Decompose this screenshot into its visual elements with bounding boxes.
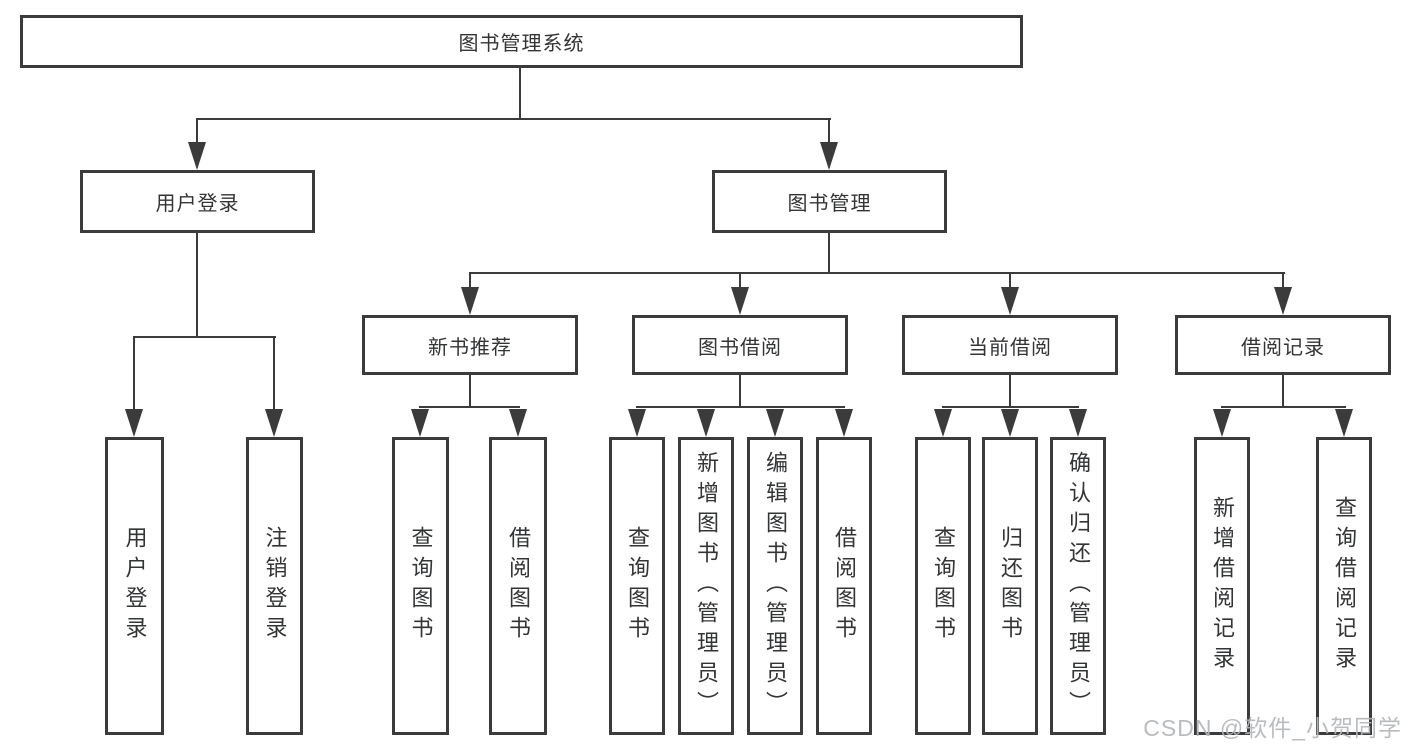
leaf-label: 确认归还（管理员） xyxy=(1066,451,1091,721)
connector-arrowhead xyxy=(1001,287,1019,315)
leaf-label: 归还图书 xyxy=(998,526,1023,646)
connector-arrowhead xyxy=(731,287,749,315)
connector-line xyxy=(419,406,520,408)
connector-arrowhead xyxy=(461,287,479,315)
connector-line xyxy=(739,375,741,408)
connector-arrowhead xyxy=(265,409,283,437)
leaf-add-books-admin: 新增图书（管理员） xyxy=(678,437,734,735)
connector-line xyxy=(828,233,830,274)
connector-arrowhead xyxy=(934,409,952,437)
connector-arrowhead xyxy=(766,409,784,437)
connector-line xyxy=(942,406,1079,408)
connector-arrowhead xyxy=(820,142,838,170)
connector-arrowhead xyxy=(1069,409,1087,437)
leaf-label: 查询图书 xyxy=(408,526,434,646)
connector-line xyxy=(828,120,830,144)
leaf-confirm-return-admin: 确认归还（管理员） xyxy=(1050,437,1106,735)
connector-line xyxy=(196,233,198,338)
leaf-edit-books-admin: 编辑图书（管理员） xyxy=(747,437,803,735)
node-book-management: 图书管理 xyxy=(712,170,947,233)
leaf-label: 新增图书（管理员） xyxy=(694,451,719,721)
connector-line xyxy=(1282,375,1284,408)
leaf-label: 查询图书 xyxy=(931,526,956,646)
connector-arrowhead xyxy=(697,409,715,437)
node-user-login: 用户登录 xyxy=(80,170,315,233)
connector-line xyxy=(273,338,275,409)
leaf-label: 查询借阅记录 xyxy=(1332,496,1357,676)
leaf-add-borrow-record: 新增借阅记录 xyxy=(1194,437,1250,735)
connector-line xyxy=(519,66,521,120)
node-current-borrow: 当前借阅 xyxy=(902,315,1118,375)
connector-line xyxy=(133,338,135,409)
connector-arrowhead xyxy=(1213,409,1231,437)
leaf-label: 借阅图书 xyxy=(832,526,857,646)
connector-arrowhead xyxy=(1001,409,1019,437)
node-label: 用户登录 xyxy=(155,193,240,215)
connector-line xyxy=(739,274,741,287)
connector-arrowhead xyxy=(125,409,143,437)
connector-arrowhead xyxy=(1335,409,1353,437)
watermark: CSDN @软件_小贺同学 xyxy=(1143,715,1402,741)
node-label: 借阅记录 xyxy=(1241,336,1325,359)
connector-arrowhead xyxy=(411,409,429,437)
connector-line xyxy=(133,336,276,338)
node-label: 新书推荐 xyxy=(428,336,512,359)
connector-line xyxy=(1282,274,1284,287)
leaf-borrow-books-recommend: 借阅图书 xyxy=(489,437,547,735)
connector-line xyxy=(196,120,198,144)
connector-line xyxy=(1009,375,1011,408)
leaf-borrow-books: 借阅图书 xyxy=(816,437,872,735)
connector-arrowhead xyxy=(835,409,853,437)
leaf-label: 注销登录 xyxy=(262,526,288,646)
connector-line xyxy=(469,272,1285,274)
connector-line xyxy=(1221,406,1346,408)
leaf-user-login: 用户登录 xyxy=(105,437,164,735)
leaf-query-books-borrow: 查询图书 xyxy=(609,437,665,735)
connector-line xyxy=(636,406,845,408)
leaf-label: 新增借阅记录 xyxy=(1210,496,1235,676)
node-borrow-records: 借阅记录 xyxy=(1175,315,1391,375)
connector-line xyxy=(469,375,471,408)
root-node-library-system: 图书管理系统 xyxy=(20,15,1023,68)
leaf-query-borrow-record: 查询借阅记录 xyxy=(1316,437,1372,735)
node-label: 当前借阅 xyxy=(968,336,1052,359)
leaf-logout: 注销登录 xyxy=(246,437,303,735)
connector-line xyxy=(196,118,831,120)
connector-arrowhead xyxy=(509,409,527,437)
leaf-query-books-current: 查询图书 xyxy=(915,437,971,735)
connector-line xyxy=(1009,274,1011,287)
leaf-label: 查询图书 xyxy=(625,526,650,646)
node-label: 图书借阅 xyxy=(698,336,782,359)
connector-arrowhead xyxy=(1274,287,1292,315)
leaf-label: 借阅图书 xyxy=(506,526,531,646)
connector-arrowhead xyxy=(188,142,206,170)
node-new-book-recommend: 新书推荐 xyxy=(362,315,578,375)
leaf-label: 用户登录 xyxy=(122,526,148,646)
connector-arrowhead xyxy=(628,409,646,437)
root-node-label: 图书管理系统 xyxy=(458,33,585,55)
leaf-label: 编辑图书（管理员） xyxy=(763,451,788,721)
node-label: 图书管理 xyxy=(787,193,872,215)
node-book-borrow: 图书借阅 xyxy=(632,315,848,375)
leaf-return-books: 归还图书 xyxy=(982,437,1038,735)
leaf-query-books-recommend: 查询图书 xyxy=(392,437,449,735)
connector-line xyxy=(469,274,471,287)
